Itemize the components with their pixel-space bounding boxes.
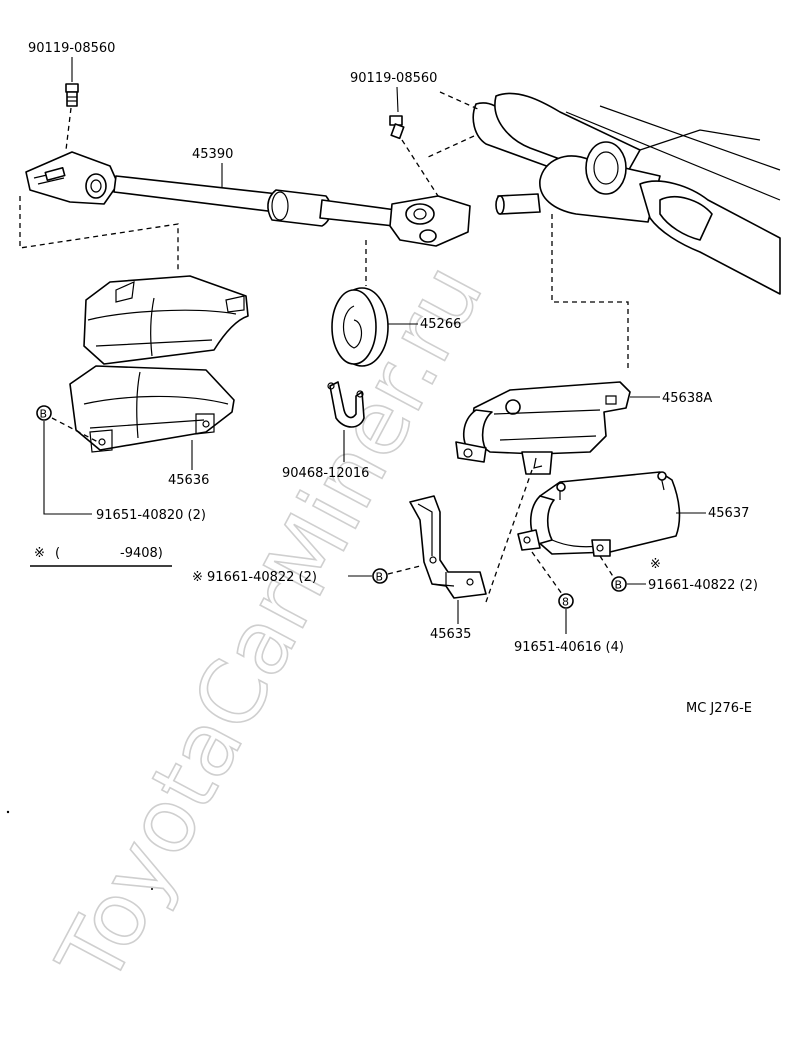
wire-clip-icon [327, 381, 365, 428]
steering-cover-left-icon [69, 275, 249, 453]
note-open: ( [55, 546, 60, 561]
callout-b-left-glyph: B [40, 408, 48, 421]
label-clip-bracket[interactable]: ※ 91661-40822 (2) [192, 570, 317, 585]
label-bolt-top-center[interactable]: 90119-08560 [350, 71, 437, 86]
bolt-top-left-icon [65, 83, 79, 107]
bracket-icon [409, 495, 487, 599]
note-mark: ※ [34, 546, 45, 561]
callout-b-bracket: B [372, 568, 388, 584]
label-bracket[interactable]: 45635 [430, 627, 471, 642]
bolt-top-center-icon [389, 115, 405, 140]
steering-column-icon [472, 92, 781, 295]
label-grommet[interactable]: 45266 [420, 317, 461, 332]
callout-b-right: B [611, 576, 627, 592]
callout-b-right-glyph: B [615, 579, 623, 592]
figure-code: MC J276-E [686, 701, 752, 716]
label-cover-lower-right[interactable]: 45637 [708, 506, 749, 521]
clip-right-star: ※ [650, 557, 661, 572]
label-cover-upper-right[interactable]: 45638A [662, 391, 712, 406]
label-bolt-top-left[interactable]: 90119-08560 [28, 41, 115, 56]
callout-8-bottom-glyph: 8 [562, 596, 569, 609]
steering-cover-lower-right-icon [517, 471, 681, 557]
callout-b-left: B [36, 405, 52, 421]
steering-shaft-icon [25, 151, 471, 247]
label-clip[interactable]: 90468-12016 [282, 466, 369, 481]
callout-8-bottom: 8 [558, 593, 574, 609]
label-cover-left[interactable]: 45636 [168, 473, 209, 488]
steering-cover-upper-right-icon [455, 381, 631, 475]
callout-b-bracket-glyph: B [376, 571, 384, 584]
label-clip-bottom[interactable]: 91651-40616 (4) [514, 640, 624, 655]
label-shaft[interactable]: 45390 [192, 147, 233, 162]
label-clip-left[interactable]: 91651-40820 (2) [96, 508, 206, 523]
note-range: -9408) [120, 546, 163, 561]
grommet-icon [331, 287, 389, 367]
label-clip-right[interactable]: 91661-40822 (2) [648, 578, 758, 593]
